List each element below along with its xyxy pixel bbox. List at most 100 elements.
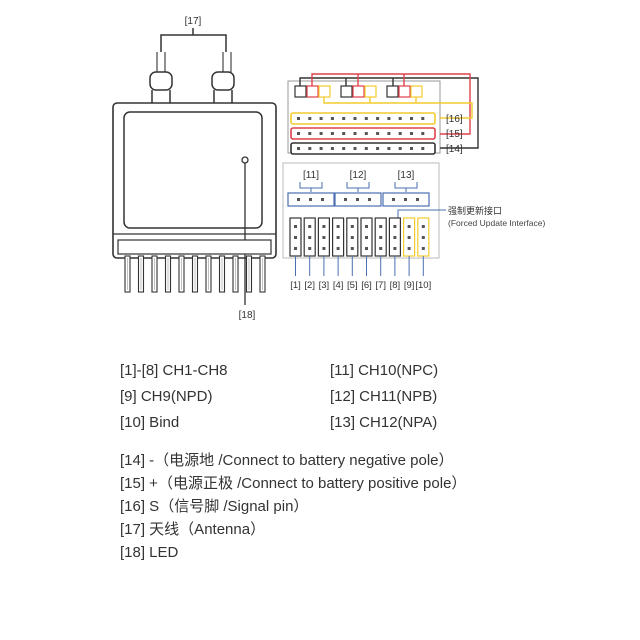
channel-pin-dot [308,236,312,239]
row-pin-dot [421,132,425,135]
block-9 [410,85,423,98]
row-pin-dot [398,117,402,120]
antenna-boot-right [211,71,235,91]
channel-pin-dot [322,236,326,239]
legend-bottom-item: [15] +（电源正极 /Connect to battery positive… [120,475,467,492]
row-pin-dot [376,147,380,150]
row-pin-dot [319,132,323,135]
channel-columns [289,217,430,276]
npx-pin-dot [416,198,419,201]
pin-label: [1] [290,280,301,291]
legend-left-item: [10] Bind [120,414,180,431]
signal-ref-label: [16] [446,114,463,125]
pin-label: [8] [390,280,401,291]
wiring [299,73,479,149]
npx-pin-dot [321,198,324,201]
pin-label: [7] [375,280,386,291]
negative-row [290,142,436,155]
pin-label: [4] [333,280,344,291]
legend-right-item: [11] CH10(NPC) [330,362,439,379]
row-pin-dots [297,117,425,150]
channel-pin-dot [379,225,383,228]
row-pin-dot [410,132,413,135]
legend-bottom-item: [18] LED [120,544,179,561]
pin-label: [6] [361,280,372,291]
receiver-pins [124,255,266,293]
channel-pin-dot [365,236,368,239]
row-pin-dot [308,117,312,120]
legend-bottom-item: [16] S（信号脚 /Signal pin） [120,498,309,515]
led-ref-label: [18] [239,310,256,321]
legend-bottom: [14] -（电源地 /Connect to battery negative … [120,452,466,567]
legend-left-item: [1]-[8] CH1-CH8 [120,362,228,379]
row-pin-dot [421,147,425,150]
pin-labels: [1][2][3][4][5][6][7][8][9][10] [290,280,431,291]
negative-ref-label: [14] [446,144,463,155]
row-pin-dot [330,132,334,135]
block-3 [318,85,331,98]
row-pin-dot [410,117,413,120]
channel-pin-dot [322,247,326,250]
row-pin-dot [308,147,312,150]
channel-pin-dot [350,236,354,239]
legend-right-item: [13] CH12(NPA) [330,414,438,431]
channel-pin-dot [393,225,397,228]
channel-pin-dot [336,225,340,228]
row-pin-dot [342,132,346,135]
npx-pin-dot [356,198,359,201]
block-1 [294,85,307,98]
legend-left: [1]-[8] CH1-CH8 [9] CH9(NPD) [10] Bind [120,362,228,440]
channel-pin-dot [294,247,297,250]
channel-pin-dot [308,247,312,250]
row-pin-dot [387,132,391,135]
row-pin-dot [319,147,323,150]
channel-pin-dot [365,247,368,250]
pin-label: [10] [415,280,431,291]
row-pin-dot [353,117,357,120]
channel-pin-dot [379,236,383,239]
row-pin-dot [342,147,346,150]
forced-update-cn-label: 强制更新接口 [448,205,502,216]
row-pin-dot [297,132,300,135]
channel-pin-dot [294,225,297,228]
receiver-diagram: [17] [18] [112,16,545,321]
npx-pin-dot [404,198,407,201]
channel-pin-dot [322,225,326,228]
block-8 [398,85,411,98]
block-2 [306,85,319,98]
npx-pin-dot [344,198,347,201]
power-rows-diagram: [16] [15] [14] [287,73,479,155]
legend-right: [11] CH10(NPC) [12] CH11(NPB) [13] CH12(… [330,362,438,440]
npx-pin-dot [392,198,395,201]
row-pin-dot [353,147,357,150]
antenna-wires [156,52,232,72]
row-pin-dot [353,132,357,135]
channel-brackets [299,182,418,192]
pin-label: [2] [304,280,315,291]
npx-pin-dot [309,198,312,201]
antenna-boot-left [149,71,173,91]
receiver-label-panel [123,111,263,229]
row-pin-dot [398,132,402,135]
npx-pin-dots [297,198,419,201]
antenna-bracket [160,34,227,52]
channel-pin-dot [365,225,368,228]
channel-pin-dot [294,236,297,239]
npx-pin-dot [297,198,300,201]
row-pin-dot [421,117,425,120]
row-pin-dot [410,147,413,150]
channel-pin-dot [407,236,411,239]
signal-row [290,112,436,125]
legend-bottom-item: [14] -（电源地 /Connect to battery negative … [120,452,454,469]
channel-pin-dot [421,247,425,250]
row-pin-dot [387,147,391,150]
pin-label: [9] [404,280,415,291]
channel-pin-dot [421,236,425,239]
row-pin-dot [364,132,368,135]
antenna-boot-stems [151,90,233,108]
row-pin-dot [297,117,300,120]
receiver-body: [17] [18] [112,16,277,321]
positive-row [290,127,436,140]
row-pin-dot [308,132,312,135]
antenna-ref-label: [17] [185,16,202,27]
